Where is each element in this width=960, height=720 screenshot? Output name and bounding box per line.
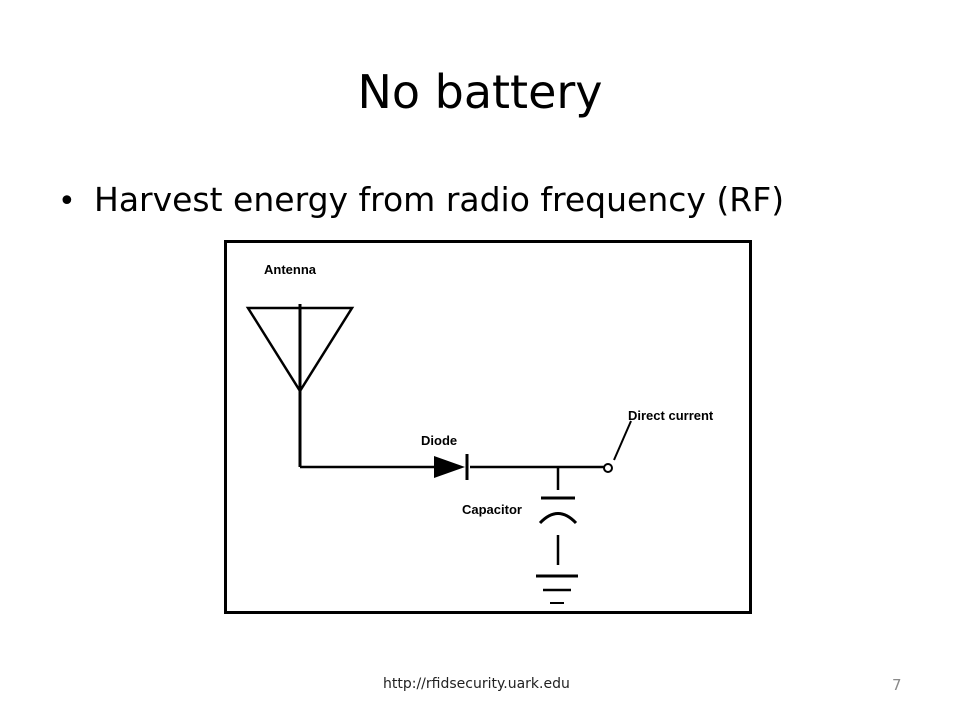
diode-symbol (434, 454, 469, 480)
capacitor-symbol (538, 467, 578, 565)
capacitor-label: Capacitor (462, 502, 522, 517)
bullet-item: • Harvest energy from radio frequency (RF… (58, 176, 784, 226)
output-terminal (603, 463, 613, 473)
antenna-symbol (245, 304, 355, 467)
direct-current-pointer (613, 420, 632, 461)
rf-harvesting-circuit-diagram: Antenna Diode Direct current Capacitor (224, 240, 752, 614)
bullet-text: Harvest energy from radio frequency (RF) (94, 180, 785, 219)
slide-title: No battery (357, 65, 603, 119)
footer-url: http://rfidsecurity.uark.edu (383, 676, 570, 692)
antenna-label: Antenna (264, 262, 317, 277)
ground-symbol (536, 574, 578, 604)
page-number: 7 (892, 676, 902, 694)
diode-label: Diode (421, 433, 457, 448)
bullet-marker-icon: • (58, 184, 76, 219)
direct-current-label: Direct current (628, 408, 714, 423)
diagram-frame (224, 240, 752, 614)
